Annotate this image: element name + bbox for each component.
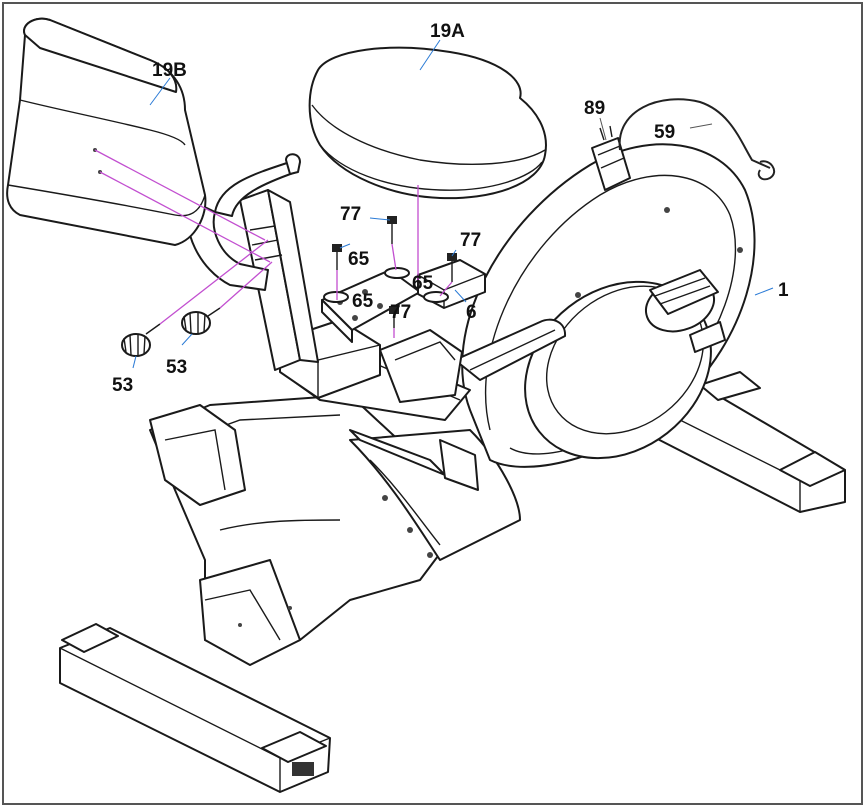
front-stabilizer <box>639 371 846 513</box>
label-77-top-left: 77 <box>340 204 361 225</box>
bolt-bottom <box>389 306 399 328</box>
bolt-left <box>332 244 342 270</box>
label-53-left: 53 <box>112 375 133 396</box>
label-89: 89 <box>584 98 605 119</box>
label-65-left: 65 <box>348 249 370 270</box>
label-19b: 19B <box>152 60 187 81</box>
label-65-center: 65 <box>412 273 434 294</box>
label-6: 6 <box>466 302 477 323</box>
sensor-connector <box>591 125 631 191</box>
seat-cushion <box>308 46 547 200</box>
label-1: 1 <box>778 280 789 301</box>
bolt-right <box>447 253 457 282</box>
label-65-bottom: 65 <box>352 291 374 312</box>
cable <box>618 98 776 181</box>
label-53-right: 53 <box>166 357 187 378</box>
label-77-right: 77 <box>460 230 481 251</box>
part-labels: 19B 19A 89 59 1 53 53 77 65 65 65 77 77 … <box>112 21 789 396</box>
washer-left <box>323 291 349 303</box>
handlebar-tube <box>454 318 567 381</box>
rear-stabilizer <box>59 623 331 793</box>
knob-right <box>181 307 221 335</box>
bolt-guide-lines <box>94 149 453 338</box>
bolt-top-left <box>387 216 397 244</box>
pedal-crank <box>645 269 726 353</box>
end-cap-label <box>292 762 314 776</box>
backrest-cushion <box>6 17 207 246</box>
washer-center <box>384 267 410 279</box>
label-19a: 19A <box>430 21 465 42</box>
leader-lines <box>132 39 774 369</box>
label-77-bottom: 77 <box>390 302 411 323</box>
label-59: 59 <box>654 122 675 143</box>
backrest-support <box>186 153 319 371</box>
